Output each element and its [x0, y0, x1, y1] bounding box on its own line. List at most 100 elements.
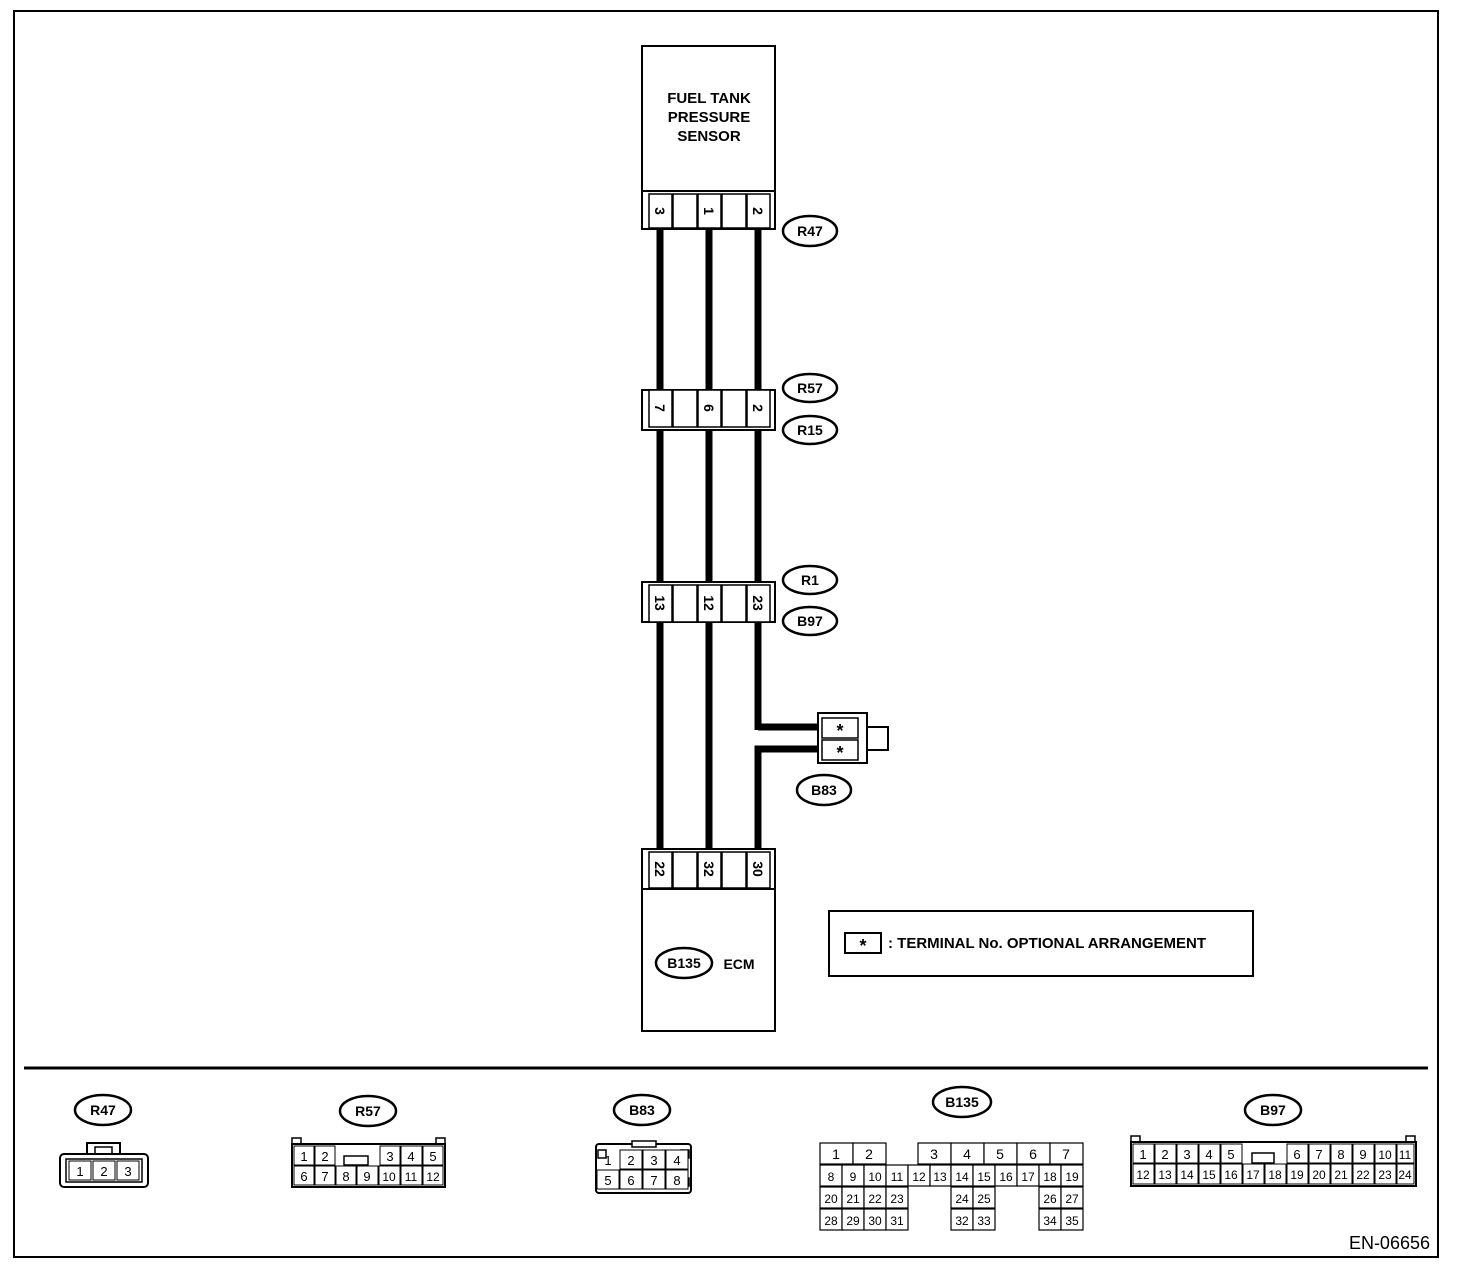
svg-text:19: 19 — [1065, 1170, 1079, 1184]
face-r47-label: R47 — [90, 1102, 116, 1118]
svg-text:28: 28 — [824, 1214, 838, 1228]
svg-text:B83: B83 — [811, 782, 837, 798]
svg-text:27: 27 — [1065, 1192, 1079, 1206]
svg-text:15: 15 — [1202, 1168, 1216, 1182]
ecm-connector-tag — [654, 946, 714, 980]
face-b135-label: B135 — [945, 1094, 979, 1110]
svg-text:7: 7 — [1062, 1146, 1070, 1162]
svg-text:18: 18 — [1043, 1170, 1057, 1184]
svg-text:4: 4 — [963, 1146, 971, 1162]
svg-text:7: 7 — [321, 1169, 328, 1184]
svg-text:18: 18 — [1268, 1168, 1282, 1182]
svg-text:2: 2 — [321, 1149, 328, 1164]
svg-text:23: 23 — [1378, 1168, 1392, 1182]
legend-text: : TERMINAL No. OPTIONAL ARRANGEMENT — [888, 935, 1206, 952]
svg-text:5: 5 — [996, 1146, 1004, 1162]
r57-pin-a: 7 — [652, 404, 668, 412]
svg-text:29: 29 — [846, 1214, 860, 1228]
tag-b97: B97 — [781, 605, 839, 637]
r1-pin-b: 12 — [701, 595, 717, 611]
connector-r47-strip: 3 1 2 — [641, 190, 776, 230]
connector-b83-plug: * * — [817, 712, 889, 764]
svg-text:1: 1 — [832, 1146, 840, 1162]
svg-text:9: 9 — [1359, 1147, 1366, 1162]
svg-text:31: 31 — [890, 1214, 904, 1228]
svg-text:22: 22 — [1356, 1168, 1370, 1182]
legend-symbol: * — [859, 936, 866, 956]
svg-text:11: 11 — [891, 1170, 904, 1184]
face-b135: B135 — [819, 1085, 1084, 1231]
svg-text:24: 24 — [1398, 1168, 1412, 1182]
diagram-frame — [13, 10, 1439, 1258]
b135-pin-c: 30 — [750, 861, 766, 877]
svg-text:21: 21 — [1334, 1168, 1348, 1182]
r47-pin-b: 1 — [701, 207, 717, 215]
svg-text:24: 24 — [955, 1192, 969, 1206]
svg-text:R15: R15 — [797, 422, 823, 438]
svg-text:8: 8 — [828, 1170, 835, 1184]
svg-text:10: 10 — [868, 1170, 882, 1184]
svg-text:16: 16 — [1224, 1168, 1238, 1182]
svg-text:20: 20 — [824, 1192, 838, 1206]
r1-pin-c: 23 — [750, 595, 766, 611]
tag-r47: R47 — [781, 214, 839, 248]
svg-text:11: 11 — [1399, 1148, 1412, 1162]
svg-text:14: 14 — [1180, 1168, 1194, 1182]
svg-text:1: 1 — [300, 1149, 307, 1164]
svg-text:5: 5 — [429, 1149, 436, 1164]
b135-pin-a: 22 — [652, 861, 668, 877]
fuel-tank-pressure-sensor: FUEL TANK PRESSURE SENSOR — [641, 45, 776, 192]
b83-pin-b: * — [836, 743, 843, 763]
svg-text:3: 3 — [1183, 1147, 1190, 1162]
sensor-label-line1: FUEL TANK — [667, 90, 751, 107]
connector-r1-b97-strip: 13 12 23 — [641, 581, 776, 623]
svg-text:1: 1 — [604, 1153, 611, 1168]
wire-from-b83-bottom — [754, 745, 820, 851]
ecm-connector-label: B135 — [667, 955, 701, 971]
svg-text:20: 20 — [1312, 1168, 1326, 1182]
r1-pin-a: 13 — [652, 595, 668, 611]
figure-id: EN-06656 — [1349, 1233, 1430, 1253]
svg-text:R1: R1 — [801, 572, 819, 588]
sensor-label-line2: PRESSURE — [668, 109, 751, 126]
svg-text:10: 10 — [1378, 1148, 1392, 1162]
svg-text:2: 2 — [1161, 1147, 1168, 1162]
svg-text:23: 23 — [890, 1192, 904, 1206]
r47-pin-c: 2 — [750, 207, 766, 215]
tag-r1: R1 — [781, 564, 839, 596]
svg-text:12: 12 — [912, 1170, 926, 1184]
svg-text:R47: R47 — [797, 223, 823, 239]
svg-text:34: 34 — [1043, 1214, 1057, 1228]
svg-text:4: 4 — [1205, 1147, 1212, 1162]
svg-text:33: 33 — [977, 1214, 991, 1228]
svg-text:3: 3 — [650, 1153, 657, 1168]
svg-text:6: 6 — [1293, 1147, 1300, 1162]
face-b97: B97 — [1130, 1093, 1417, 1187]
svg-text:5: 5 — [1227, 1147, 1234, 1162]
r57-pin-b: 6 — [701, 404, 717, 412]
svg-text:17: 17 — [1021, 1170, 1035, 1184]
svg-text:13: 13 — [933, 1170, 947, 1184]
b83-pin-a: * — [836, 721, 843, 741]
face-b97-label: B97 — [1260, 1102, 1286, 1118]
svg-text:8: 8 — [342, 1169, 349, 1184]
svg-text:10: 10 — [382, 1170, 396, 1184]
connector-b135-strip: 22 32 30 — [641, 848, 776, 890]
ecm-box: B135 ECM — [641, 888, 776, 1032]
svg-text:21: 21 — [846, 1192, 860, 1206]
svg-text:6: 6 — [627, 1173, 634, 1188]
tag-r57: R57 — [781, 372, 839, 404]
svg-text:3: 3 — [386, 1149, 393, 1164]
b135-pin-b: 32 — [701, 861, 717, 877]
face-r57-label: R57 — [355, 1103, 381, 1119]
svg-text:15: 15 — [977, 1170, 991, 1184]
svg-text:2: 2 — [100, 1164, 107, 1179]
svg-text:13: 13 — [1158, 1168, 1172, 1182]
tag-r15: R15 — [781, 414, 839, 446]
svg-text:26: 26 — [1043, 1192, 1057, 1206]
wire-harness — [656, 230, 820, 851]
svg-text:2: 2 — [627, 1153, 634, 1168]
ecm-label: ECM — [723, 956, 754, 972]
face-b83-label: B83 — [629, 1102, 655, 1118]
